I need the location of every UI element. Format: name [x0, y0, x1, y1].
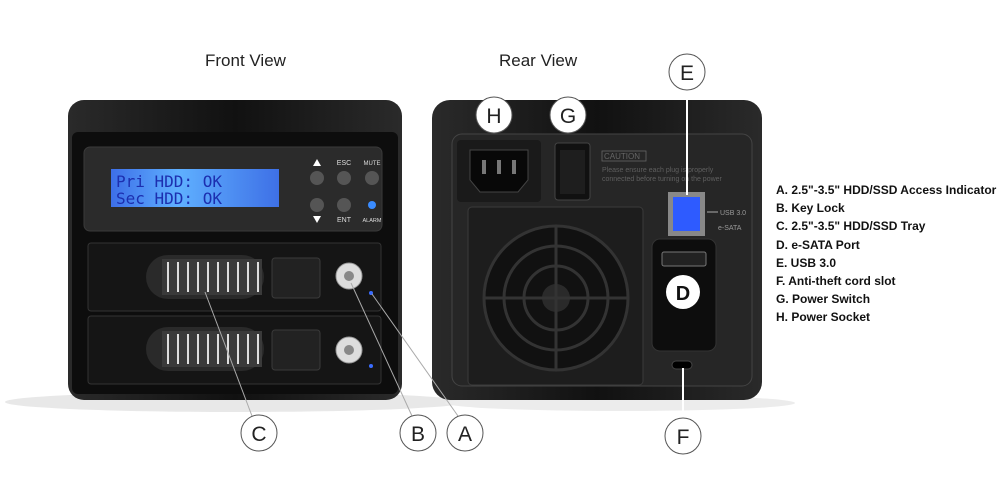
esc-button[interactable] [337, 171, 351, 185]
legend: A. 2.5"-3.5" HDD/SSD Access Indicator B.… [776, 181, 996, 327]
mute-label: MUTE [364, 161, 381, 167]
lcd-screen [111, 169, 279, 207]
caution-text-2: connected before turning on the power [602, 176, 723, 183]
mute-button[interactable] [365, 171, 379, 185]
up-button[interactable] [310, 171, 324, 185]
down-button[interactable] [310, 198, 324, 212]
legend-item-d: D. e-SATA Port [776, 237, 860, 252]
callout-b: B [399, 414, 437, 452]
rear-view-title: Rear View [499, 51, 578, 70]
drive-tray-1[interactable] [87, 242, 382, 312]
svg-text:E: E [680, 62, 694, 85]
svg-text:F: F [677, 426, 690, 449]
front-view-title: Front View [205, 51, 286, 70]
legend-item-b: B. Key Lock [776, 201, 845, 216]
svg-text:G: G [560, 105, 576, 128]
ent-button[interactable] [337, 198, 351, 212]
drive-tray-2[interactable] [87, 315, 382, 385]
svg-text:C: C [251, 423, 266, 446]
lcd-line-1: Pri HDD: OK [116, 172, 222, 191]
callout-g: G [549, 96, 587, 134]
legend-item-g: G. Power Switch [776, 292, 871, 307]
callout-d: D [666, 275, 700, 309]
alarm-label: ALARM [363, 218, 382, 224]
callout-f: F [664, 417, 702, 455]
legend-item-e: E. USB 3.0 [776, 255, 837, 270]
svg-text:H: H [486, 105, 501, 128]
ent-label: ENT [337, 217, 352, 224]
callout-a: A [446, 414, 484, 452]
alarm-led [368, 201, 376, 209]
esata-port[interactable] [661, 251, 707, 267]
down-arrow-icon [313, 216, 321, 223]
caution-text-1: Please ensure each plug is properly [602, 167, 714, 174]
legend-item-f: F. Anti-theft cord slot [776, 274, 896, 289]
legend-item-h: H. Power Socket [776, 310, 871, 325]
usb-label: USB 3.0 [720, 210, 746, 217]
callout-e: E [668, 53, 706, 91]
legend-item-c: C. 2.5"-3.5" HDD/SSD Tray [776, 219, 926, 234]
rear-enclosure: CAUTION Please ensure each plug is prope… [432, 100, 762, 400]
svg-text:A: A [458, 423, 472, 446]
leader-lines [204, 90, 688, 418]
callout-h: H [475, 96, 513, 134]
up-arrow-icon [313, 159, 321, 166]
svg-text:D: D [676, 283, 690, 305]
svg-text:B: B [411, 423, 425, 446]
esc-label: ESC [337, 160, 351, 167]
caution-label: CAUTION [604, 152, 640, 161]
callout-c: C [240, 414, 278, 452]
access-indicator-2 [369, 364, 373, 368]
anti-theft-slot[interactable] [671, 360, 693, 370]
front-enclosure: Pri HDD: OK Sec HDD: OK ESC MUTE ENT ALA… [68, 100, 402, 400]
esata-label: e-SATA [718, 225, 742, 232]
legend-item-a: A. 2.5"-3.5" HDD/SSD Access Indicator [776, 183, 997, 197]
lcd-line-2: Sec HDD: OK [116, 189, 222, 208]
